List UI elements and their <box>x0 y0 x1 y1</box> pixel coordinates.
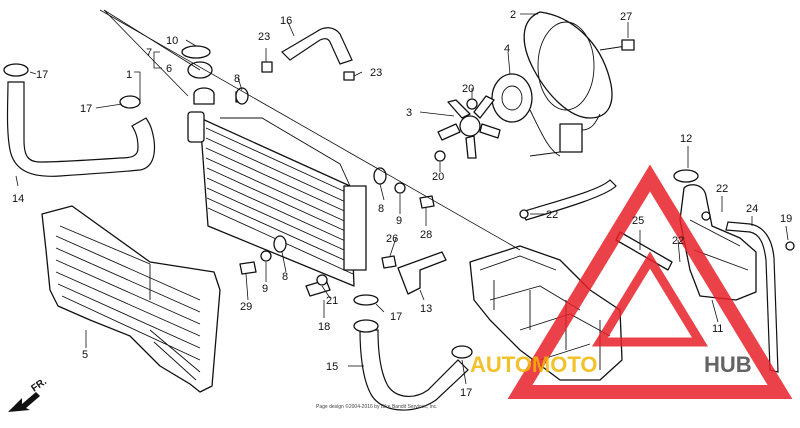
callout-c23b: 23 <box>370 67 382 79</box>
callout-c9a: 9 <box>396 215 402 227</box>
fan-blade-3 <box>437 95 501 159</box>
callout-c22b: 22 <box>672 235 684 247</box>
copyright-notice: Page design ©2004-2016 by Bike Bandit Se… <box>316 403 438 410</box>
callout-c17a: 17 <box>36 69 48 81</box>
watermark-text-hub: HUB <box>704 352 752 377</box>
callout-c27: 27 <box>620 11 632 23</box>
radiator-core <box>187 111 367 287</box>
callout-c7: 7 <box>146 47 152 59</box>
callout-c14: 14 <box>12 193 24 205</box>
front-arrow-icon <box>8 392 40 412</box>
watermark-logo <box>507 164 793 399</box>
callout-c11: 11 <box>712 323 723 335</box>
callout-c22c: 22 <box>716 183 728 195</box>
callout-c19: 19 <box>780 213 792 225</box>
watermark-brand: AUTOMOTO HUB <box>470 352 752 377</box>
callout-c4: 4 <box>504 43 510 55</box>
callout-c5: 5 <box>82 349 88 361</box>
callout-c2: 2 <box>510 9 516 21</box>
callout-c25: 25 <box>632 215 644 227</box>
hose-16 <box>281 27 353 65</box>
callout-c17d: 17 <box>460 387 472 399</box>
callout-c17c: 17 <box>390 311 402 323</box>
callout-c8c: 8 <box>282 271 288 283</box>
small-fasteners <box>261 39 635 162</box>
radiator-shroud-5 <box>41 205 221 393</box>
callout-c18: 18 <box>318 321 330 333</box>
engine-block <box>469 245 623 381</box>
callout-c26: 26 <box>386 233 398 245</box>
callout-c13: 13 <box>420 303 432 315</box>
hose-14 <box>6 81 156 177</box>
callout-c21: 21 <box>326 295 338 307</box>
callout-c20b: 20 <box>432 171 444 183</box>
callout-c12: 12 <box>680 133 692 145</box>
callout-c20a: 20 <box>462 83 474 95</box>
callout-c6: 6 <box>166 63 172 75</box>
callout-c17b: 17 <box>80 103 92 115</box>
grommets-and-collars <box>235 87 435 275</box>
callout-c3: 3 <box>406 107 412 119</box>
callout-c28: 28 <box>420 229 432 241</box>
thermo-switch-18 <box>305 274 331 297</box>
callout-c8b: 8 <box>378 203 384 215</box>
front-direction-marker: FR. <box>8 376 49 412</box>
callout-c24: 24 <box>746 203 758 215</box>
callout-c10: 10 <box>166 35 178 47</box>
bracket-13 <box>397 251 447 295</box>
hose-15 <box>353 294 473 411</box>
callout-c1: 1 <box>126 69 132 81</box>
callout-c23a: 23 <box>258 31 270 43</box>
callout-c8a: 8 <box>234 73 240 85</box>
callout-c16: 16 <box>280 15 292 27</box>
callout-c22a: 22 <box>546 209 558 221</box>
fan-shroud-2 <box>523 11 627 119</box>
callout-c9b: 9 <box>262 283 268 295</box>
tubes <box>519 179 795 373</box>
callout-c29: 29 <box>240 301 252 313</box>
watermark-text-automoto: AUTOMOTO <box>470 352 598 377</box>
clamp-17-upper <box>3 63 141 109</box>
front-label: FR. <box>29 376 49 394</box>
callout-labels: 1234567888991011121314151617171717181920… <box>12 9 792 399</box>
callout-c15: 15 <box>326 361 338 373</box>
fan-motor-4 <box>491 73 601 157</box>
leader-lines <box>15 9 789 385</box>
